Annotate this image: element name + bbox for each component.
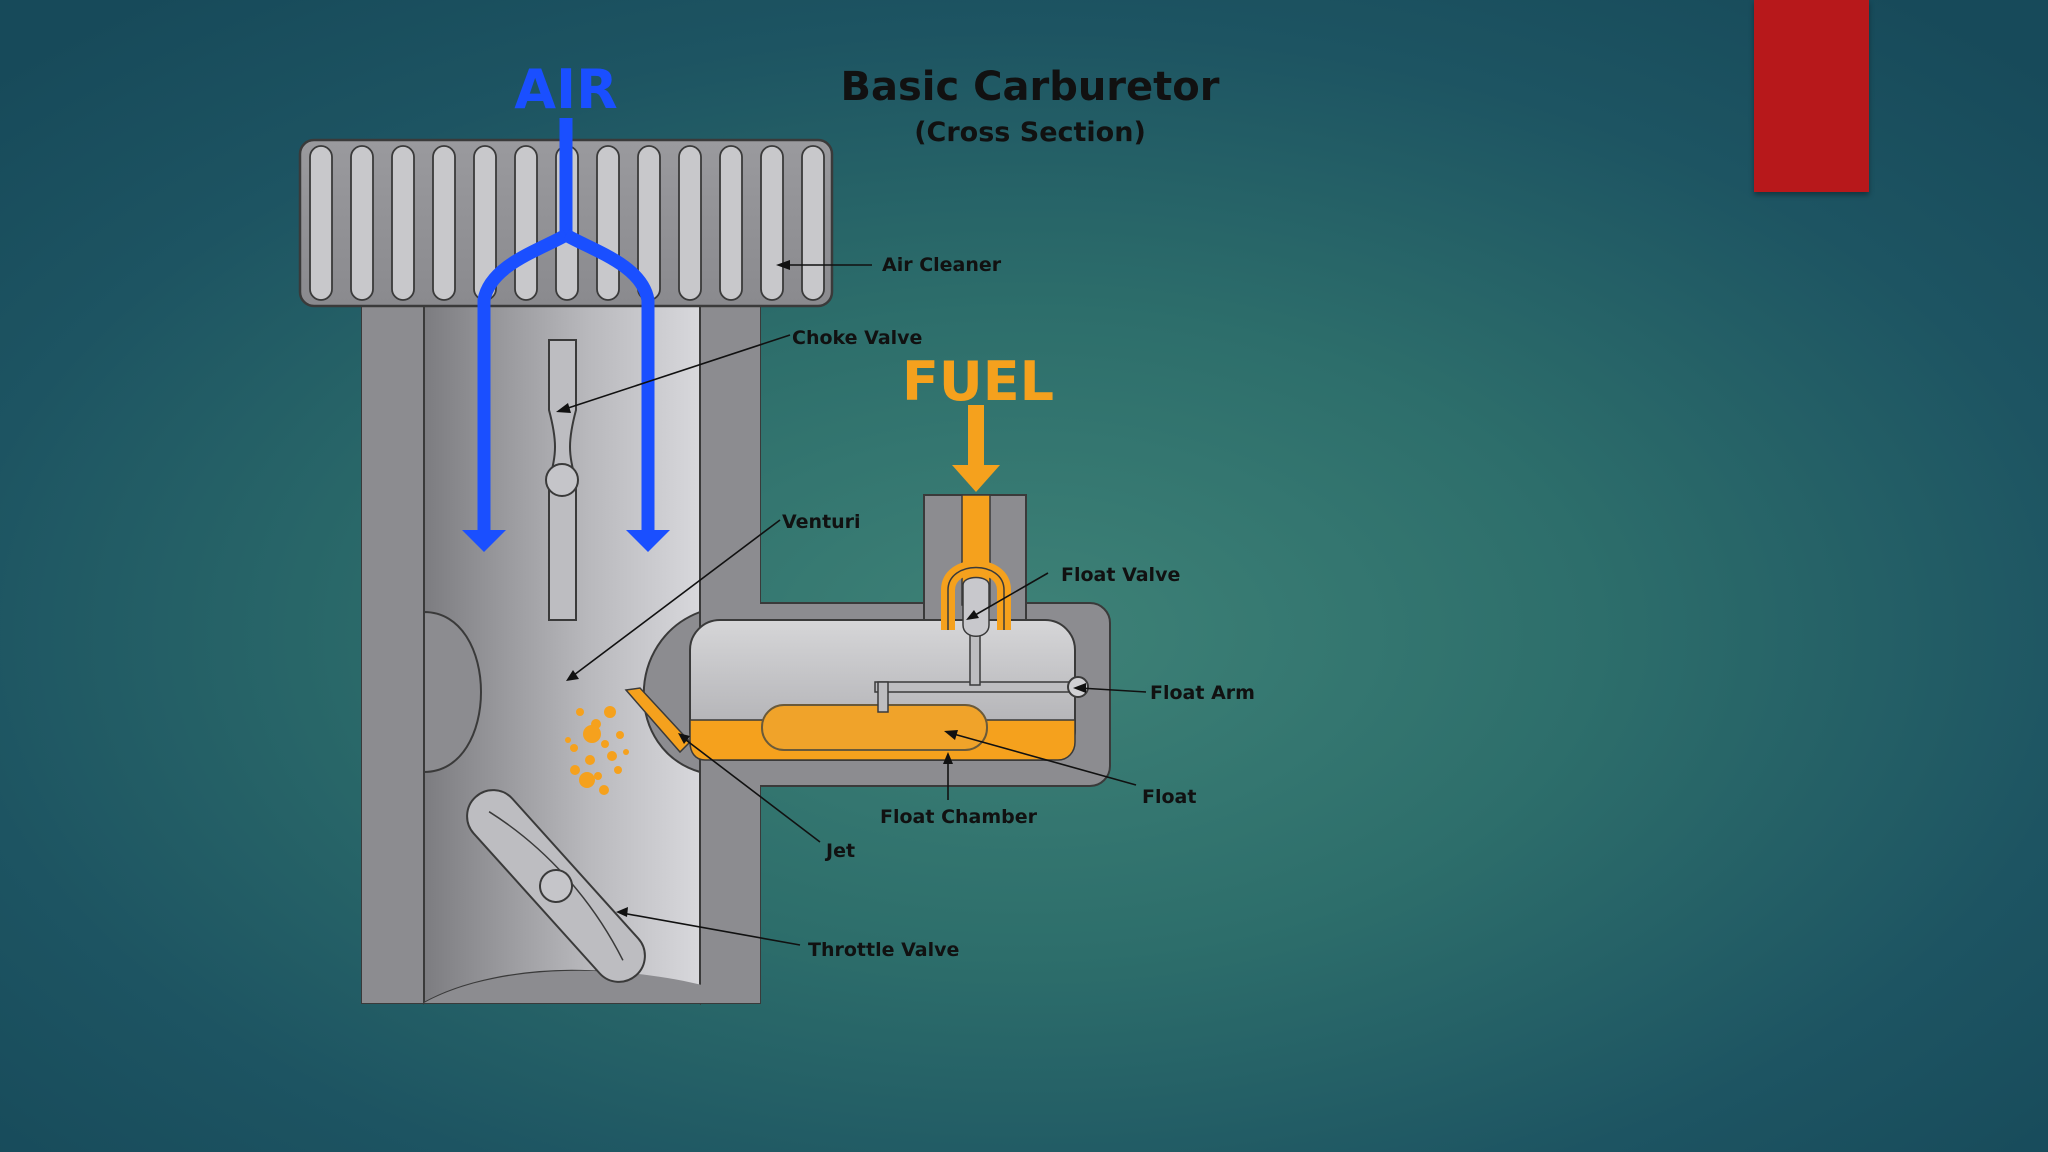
float [761,704,988,751]
air-label: AIR [514,58,617,121]
air-arrowhead-left [462,530,506,552]
air-cleaner-slot [678,145,702,301]
label-float-arm: Float Arm [1150,682,1255,704]
air-cleaner-slot [801,145,825,301]
label-venturi: Venturi [782,511,861,533]
throttle-valve [466,789,646,983]
air-flow-arrows [477,118,655,540]
label-float-valve: Float Valve [1061,564,1180,586]
venturi-bulge [423,610,482,774]
jet-tube [624,687,692,754]
air-cleaner-slot [514,145,538,301]
fuel-spray [565,706,629,795]
float-valve [941,560,1011,637]
air-cleaner-slot [596,145,620,301]
label-jet: Jet [824,840,855,862]
label-choke-valve: Choke Valve [792,327,922,349]
label-throttle-valve: Throttle Valve [808,939,959,961]
page-subtitle: (Cross Section) [914,117,1146,148]
leader-lines [561,264,1147,946]
air-cleaner-slot [719,145,743,301]
fuel-flow-arrow [952,405,1000,492]
label-float-chamber: Float Chamber [880,806,1038,828]
air-cleaner-slot [760,145,784,301]
accent-tab [1754,0,1869,192]
air-cleaner-slot [391,145,415,301]
air-cleaner-slot [350,145,374,301]
air-cleaner-slot [309,145,333,301]
leader-arrowheads [556,260,1086,917]
label-float: Float [1142,786,1196,808]
air-arrowhead-right [626,530,670,552]
float-arm [874,619,1089,713]
fuel-label: FUEL [902,350,1054,413]
air-cleaner-slot [432,145,456,301]
choke-valve [545,339,579,621]
page-title: Basic Carburetor [840,64,1219,110]
label-air-cleaner: Air Cleaner [882,254,1002,276]
